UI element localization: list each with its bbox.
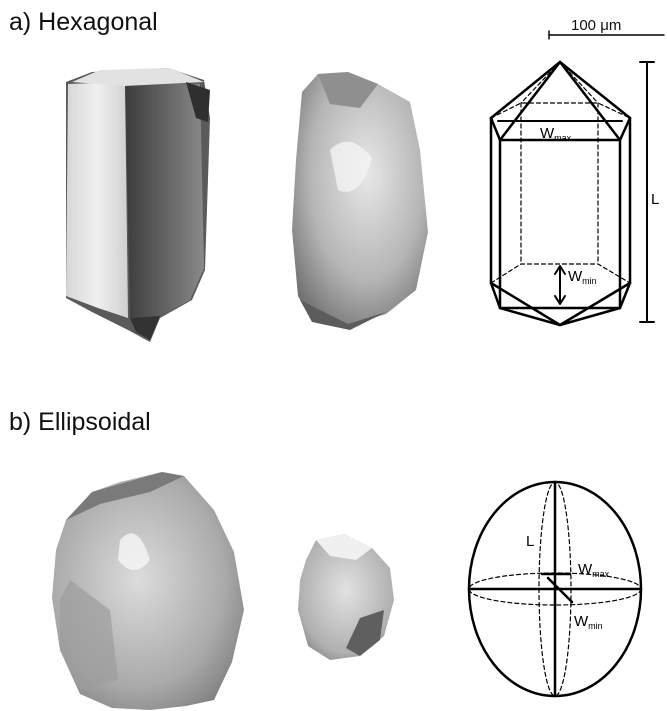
hex-length-label: L: [651, 191, 659, 208]
ellipsoidal-crystal-render-1: [52, 472, 244, 710]
ellipsoidal-crystal-render-2: [298, 534, 394, 660]
hex-wmin-label: Wmin: [568, 268, 597, 286]
ellipsoid-wmin-label: Wmin: [574, 613, 603, 631]
ellipsoid-length-label: L: [526, 533, 534, 550]
hexagonal-crystal-render-2: [292, 72, 428, 330]
hexagonal-crystal-render-1: [66, 68, 210, 342]
ellipsoid-wmax-label: Wmax: [578, 561, 610, 579]
ellipsoid-diagram: [469, 482, 641, 696]
hex-wmax-label: Wmax: [540, 125, 572, 143]
